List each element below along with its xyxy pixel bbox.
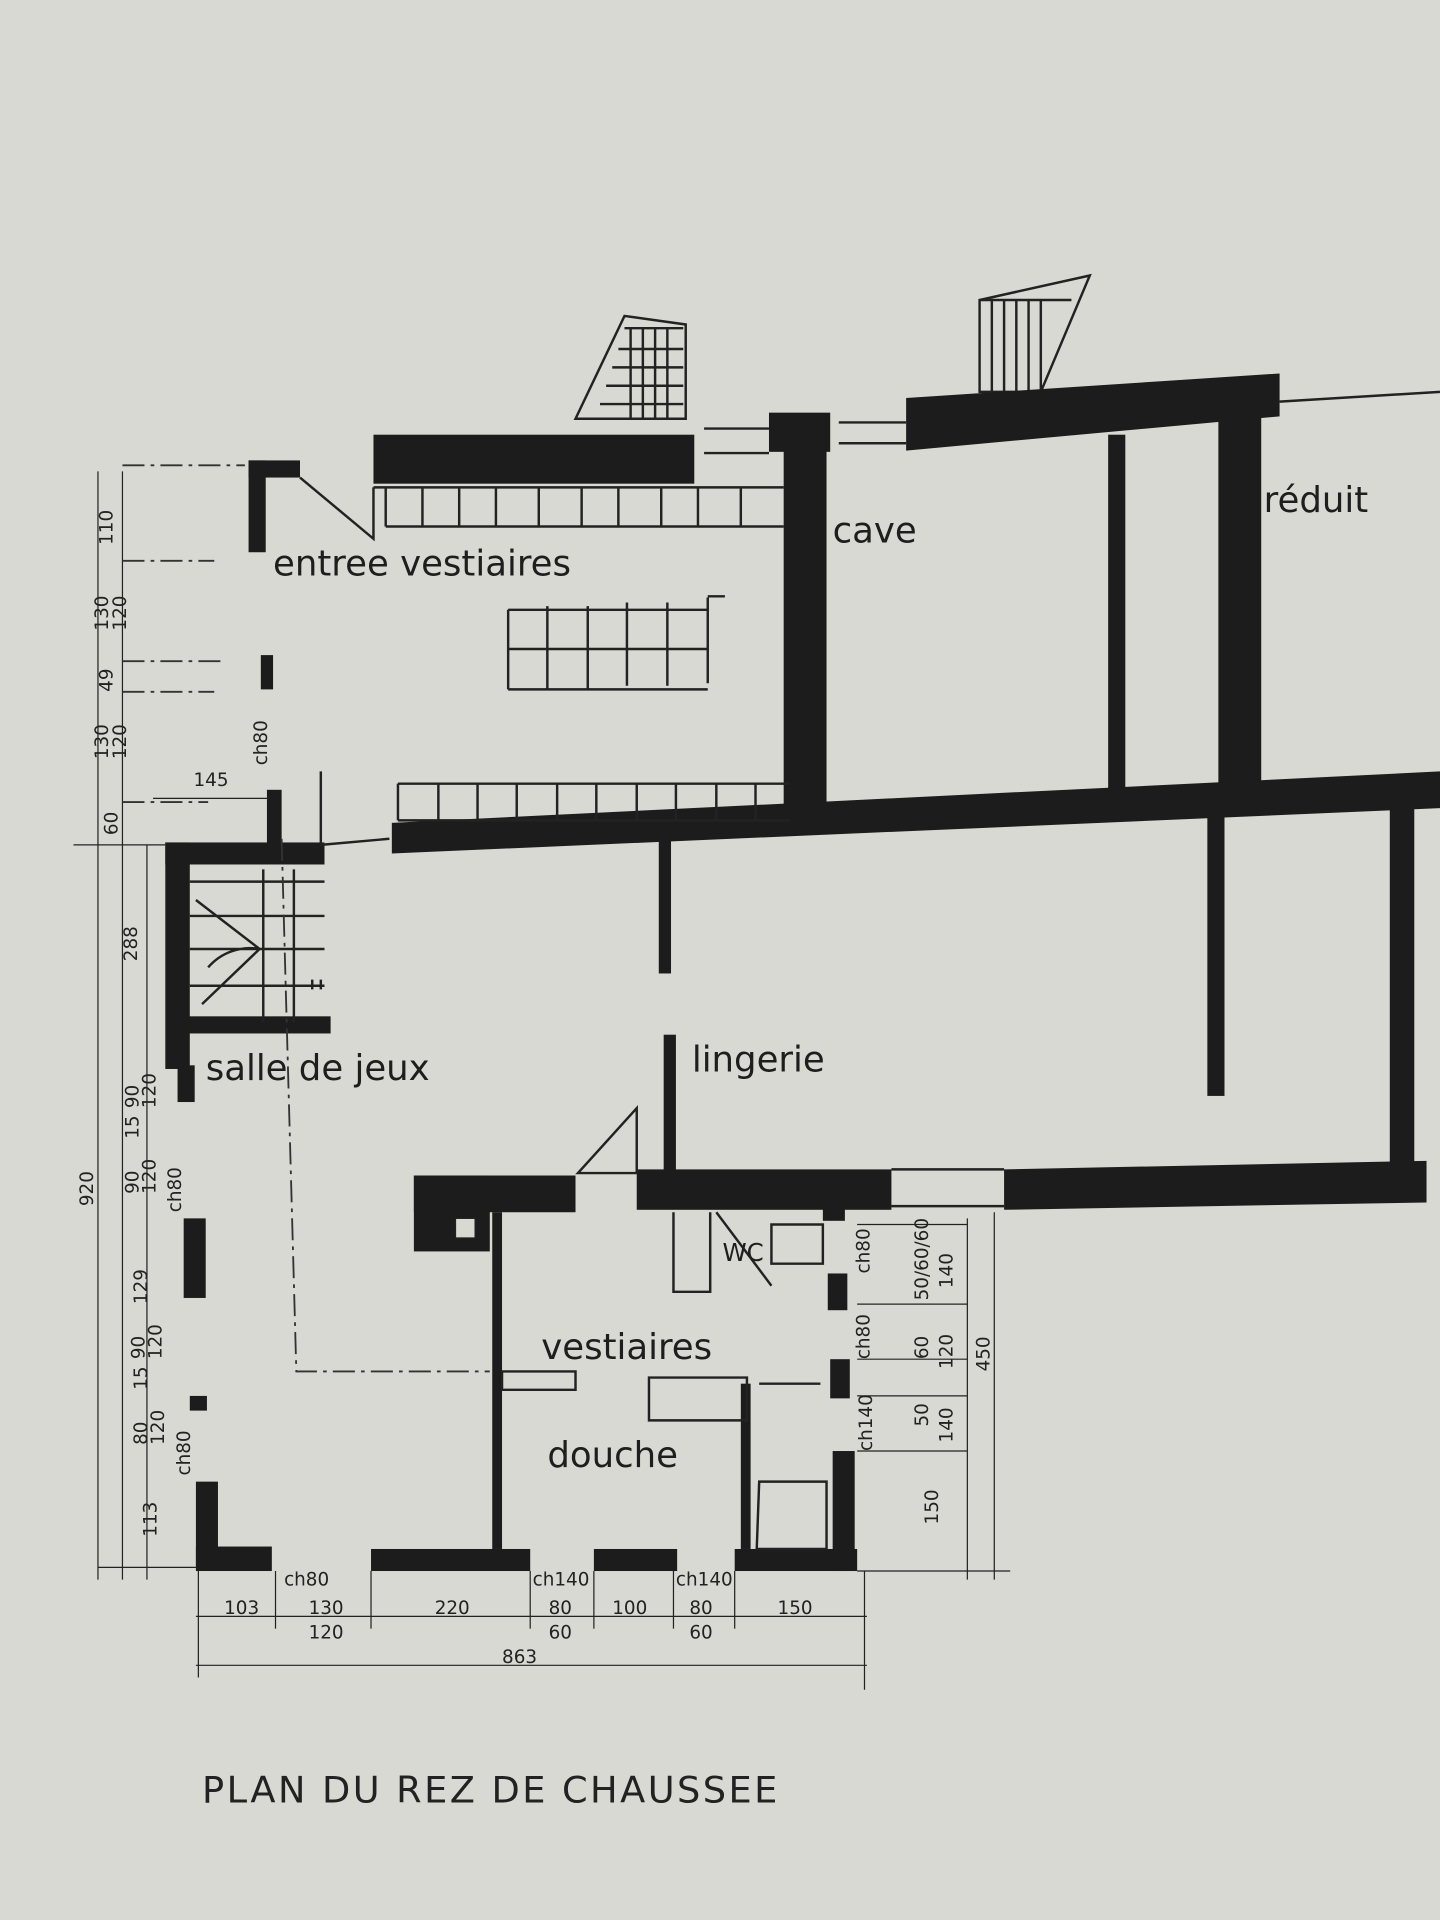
dim-left-113: 113	[141, 1502, 162, 1537]
dim-left-80: 80	[131, 1422, 152, 1445]
dim-right-ch80-a: ch80	[853, 1228, 874, 1273]
dim-bottom-ch140-b: ch140	[676, 1570, 733, 1591]
dim-bottom-103: 103	[224, 1598, 259, 1619]
dim-bottom-80: 80	[549, 1598, 572, 1619]
room-label-reduit: réduit	[1264, 480, 1369, 521]
dim-bottom-ch80: ch80	[284, 1570, 329, 1591]
left-dimension-chain: 110 130 120 49 130 120 60 288 920 90 120…	[73, 464, 272, 1580]
dim-right-140b: 140	[937, 1407, 958, 1442]
dim-right-450: 450	[973, 1336, 994, 1371]
dim-right-120: 120	[937, 1334, 958, 1369]
exterior-stair-left	[573, 314, 687, 420]
dim-left-288: 288	[121, 926, 142, 961]
dim-left-90b: 90	[122, 1171, 143, 1194]
dim-left-120e: 120	[146, 1324, 167, 1359]
room-label-entree-vestiaires: entree vestiaires	[273, 544, 571, 585]
dim-bottom-100: 100	[612, 1598, 647, 1619]
interior-details	[189, 390, 1440, 1551]
room-label-douche: douche	[547, 1435, 678, 1476]
dim-bottom-150: 150	[778, 1598, 813, 1619]
dim-left-90c: 90	[128, 1336, 149, 1359]
dim-right-140: 140	[937, 1253, 958, 1288]
dim-bottom-80b: 80	[689, 1598, 712, 1619]
dim-left-120c: 120	[140, 1073, 161, 1108]
dim-bottom-60b: 60	[689, 1622, 712, 1643]
room-label-salle-de-jeux: salle de jeux	[206, 1048, 430, 1089]
dim-bottom-220: 220	[435, 1598, 470, 1619]
dim-left-120b: 120	[110, 724, 131, 759]
dim-left-49: 49	[97, 668, 118, 691]
dim-right-60: 60	[912, 1336, 933, 1359]
dim-bottom-60: 60	[549, 1622, 572, 1643]
dim-opening-ch80-c: ch80	[174, 1430, 195, 1475]
dim-bottom-120: 120	[309, 1622, 344, 1643]
plan-title: PLAN DU REZ DE CHAUSSEE	[202, 1768, 780, 1811]
dim-left-15b: 15	[131, 1366, 152, 1389]
dim-left-60: 60	[102, 812, 123, 835]
dim-left-110: 110	[97, 510, 118, 545]
dim-right-150: 150	[922, 1489, 943, 1524]
room-label-lingerie: lingerie	[692, 1039, 825, 1080]
dim-right-ch80-b: ch80	[853, 1314, 874, 1359]
dim-right-ch140: ch140	[856, 1394, 877, 1451]
dim-bottom-863: 863	[502, 1647, 537, 1668]
walls	[165, 373, 1440, 1572]
bottom-dimension-chain: ch80 ch140 ch140 103 130 120 220 80 60 1…	[195, 1570, 867, 1690]
dim-left-90: 90	[122, 1085, 143, 1108]
dim-left-15: 15	[122, 1115, 143, 1138]
dim-bottom-130: 130	[309, 1598, 344, 1619]
dim-right-50-60-60: 50/60/60	[912, 1218, 933, 1300]
dim-left-120d: 120	[140, 1159, 161, 1194]
dim-opening-ch80-b: ch80	[165, 1167, 186, 1212]
dim-left-129: 129	[131, 1269, 152, 1304]
room-label-cave: cave	[833, 510, 917, 551]
dim-left-130: 130	[92, 596, 113, 631]
dim-right-50: 50	[912, 1403, 933, 1426]
dim-opening-ch80-a: ch80	[251, 720, 272, 765]
dim-left-120f: 120	[148, 1410, 169, 1445]
dim-left-130b: 130	[92, 724, 113, 759]
dim-145: 145	[193, 770, 228, 791]
right-dimension-chain: ch80 ch80 ch140 50/60/60 140 60 120 50 1…	[853, 1212, 1011, 1580]
room-label-vestiaires: vestiaires	[541, 1327, 712, 1368]
dim-bottom-ch140-a: ch140	[533, 1570, 590, 1591]
dim-left-920: 920	[77, 1171, 98, 1206]
room-label-wc: WC	[722, 1238, 763, 1267]
dim-left-120: 120	[110, 596, 131, 631]
